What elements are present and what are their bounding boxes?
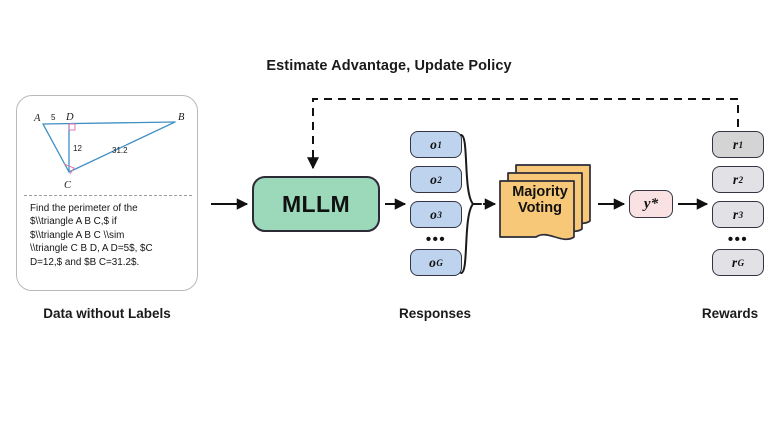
mllm-model-box[interactable]: MLLM bbox=[252, 176, 380, 232]
measure-CD: 12 bbox=[73, 144, 82, 153]
vertex-label-D: D bbox=[65, 112, 74, 123]
reward-sub: G bbox=[737, 257, 745, 268]
vertex-label-C: C bbox=[64, 180, 72, 191]
majority-voting-card-stack[interactable] bbox=[498, 163, 594, 249]
response-sub: 3 bbox=[437, 209, 442, 220]
reward-sub: 1 bbox=[738, 139, 744, 150]
reward-base: r bbox=[731, 254, 738, 270]
reward-base: r bbox=[732, 136, 739, 152]
label-rewards: Rewards bbox=[701, 306, 759, 321]
response-base: o bbox=[430, 136, 437, 152]
consensus-answer-box[interactable]: y* bbox=[629, 190, 673, 218]
dashed-feedback-arrow-icon bbox=[307, 98, 739, 170]
response-sub: G bbox=[436, 257, 443, 268]
reward-base: r bbox=[732, 171, 739, 187]
response-sub: 2 bbox=[437, 174, 442, 185]
majority-voting-line1: Majority bbox=[512, 183, 568, 200]
label-responses: Responses bbox=[398, 306, 472, 321]
response-base: o bbox=[429, 254, 436, 270]
majority-voting-label: Majority Voting bbox=[504, 178, 576, 222]
curly-brace-icon bbox=[460, 134, 482, 274]
responses-ellipsis: ••• bbox=[425, 231, 447, 248]
card-divider bbox=[24, 195, 192, 196]
label-data-without-labels: Data without Labels bbox=[43, 306, 171, 321]
vertex-label-A: A bbox=[33, 113, 41, 124]
response-sub: 1 bbox=[437, 139, 442, 150]
response-base: o bbox=[430, 206, 437, 222]
vertex-label-B: B bbox=[178, 112, 185, 123]
reward-base: r bbox=[732, 206, 739, 222]
feedback-loop-caption: Estimate Advantage, Update Policy bbox=[266, 58, 512, 74]
data-sample-card: A D B C 5 12 31.2 Find the perimeter of … bbox=[16, 95, 198, 291]
response-base: o bbox=[430, 171, 437, 187]
measure-BC: 31.2 bbox=[112, 146, 128, 155]
majority-voting-line2: Voting bbox=[517, 200, 563, 216]
measure-AD: 5 bbox=[51, 113, 56, 122]
problem-statement-text: Find the perimeter of the $\\triangle A … bbox=[30, 203, 153, 268]
rewards-ellipsis: ••• bbox=[727, 231, 749, 248]
geometry-figure: A D B C 5 12 31.2 bbox=[33, 112, 185, 191]
reward-sub: 2 bbox=[738, 174, 744, 185]
reward-sub: 3 bbox=[738, 209, 744, 220]
